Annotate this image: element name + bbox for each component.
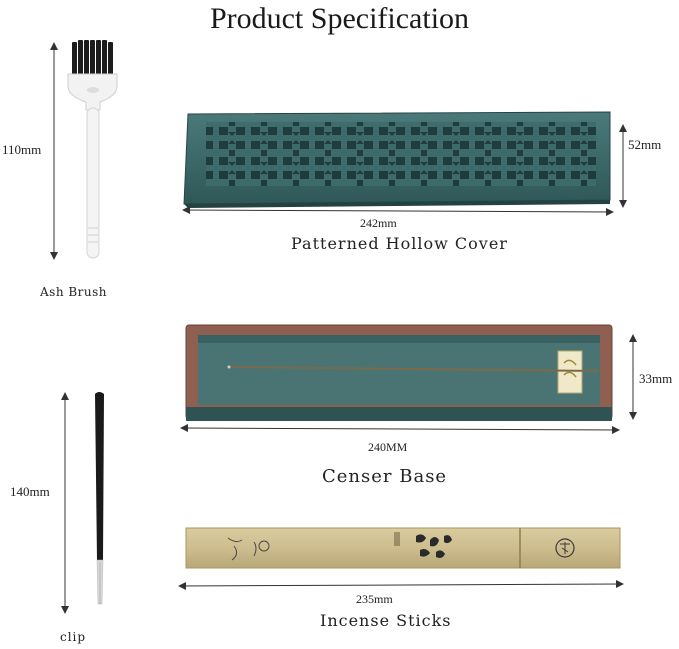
cover-name-label: Patterned Hollow Cover: [291, 234, 508, 253]
base-height-label: 33mm: [639, 371, 673, 386]
cover-width-label: 242mm: [360, 216, 397, 230]
incense-tube-image: [185, 527, 621, 569]
brush-height-arrow: [50, 42, 58, 260]
cover-height-label: 52mm: [628, 137, 662, 152]
tweezers-image: [95, 392, 104, 605]
cover-height-arrow: [619, 124, 627, 208]
page-title: Product Specification: [209, 2, 470, 35]
censer-cover-image: [183, 111, 611, 208]
brush-height-label: 110mm: [2, 142, 42, 157]
clip-height-arrow: [61, 392, 69, 614]
sticks-width-arrow: [178, 580, 624, 590]
clip-name-label: clip: [60, 630, 87, 644]
base-height-arrow: [629, 334, 637, 420]
cover-width-arrow: [182, 206, 614, 216]
clip-height-label: 140mm: [10, 484, 50, 499]
base-width-arrow: [180, 424, 620, 434]
sticks-width-label: 235mm: [356, 592, 393, 606]
sticks-name-label: Incense Sticks: [320, 611, 452, 630]
base-width-label: 240MM: [368, 440, 408, 454]
brush-name-label: Ash Brush: [40, 285, 108, 299]
censer-base-image: [185, 324, 613, 421]
ash-brush-image: [67, 40, 118, 259]
base-name-label: Censer Base: [322, 466, 448, 487]
